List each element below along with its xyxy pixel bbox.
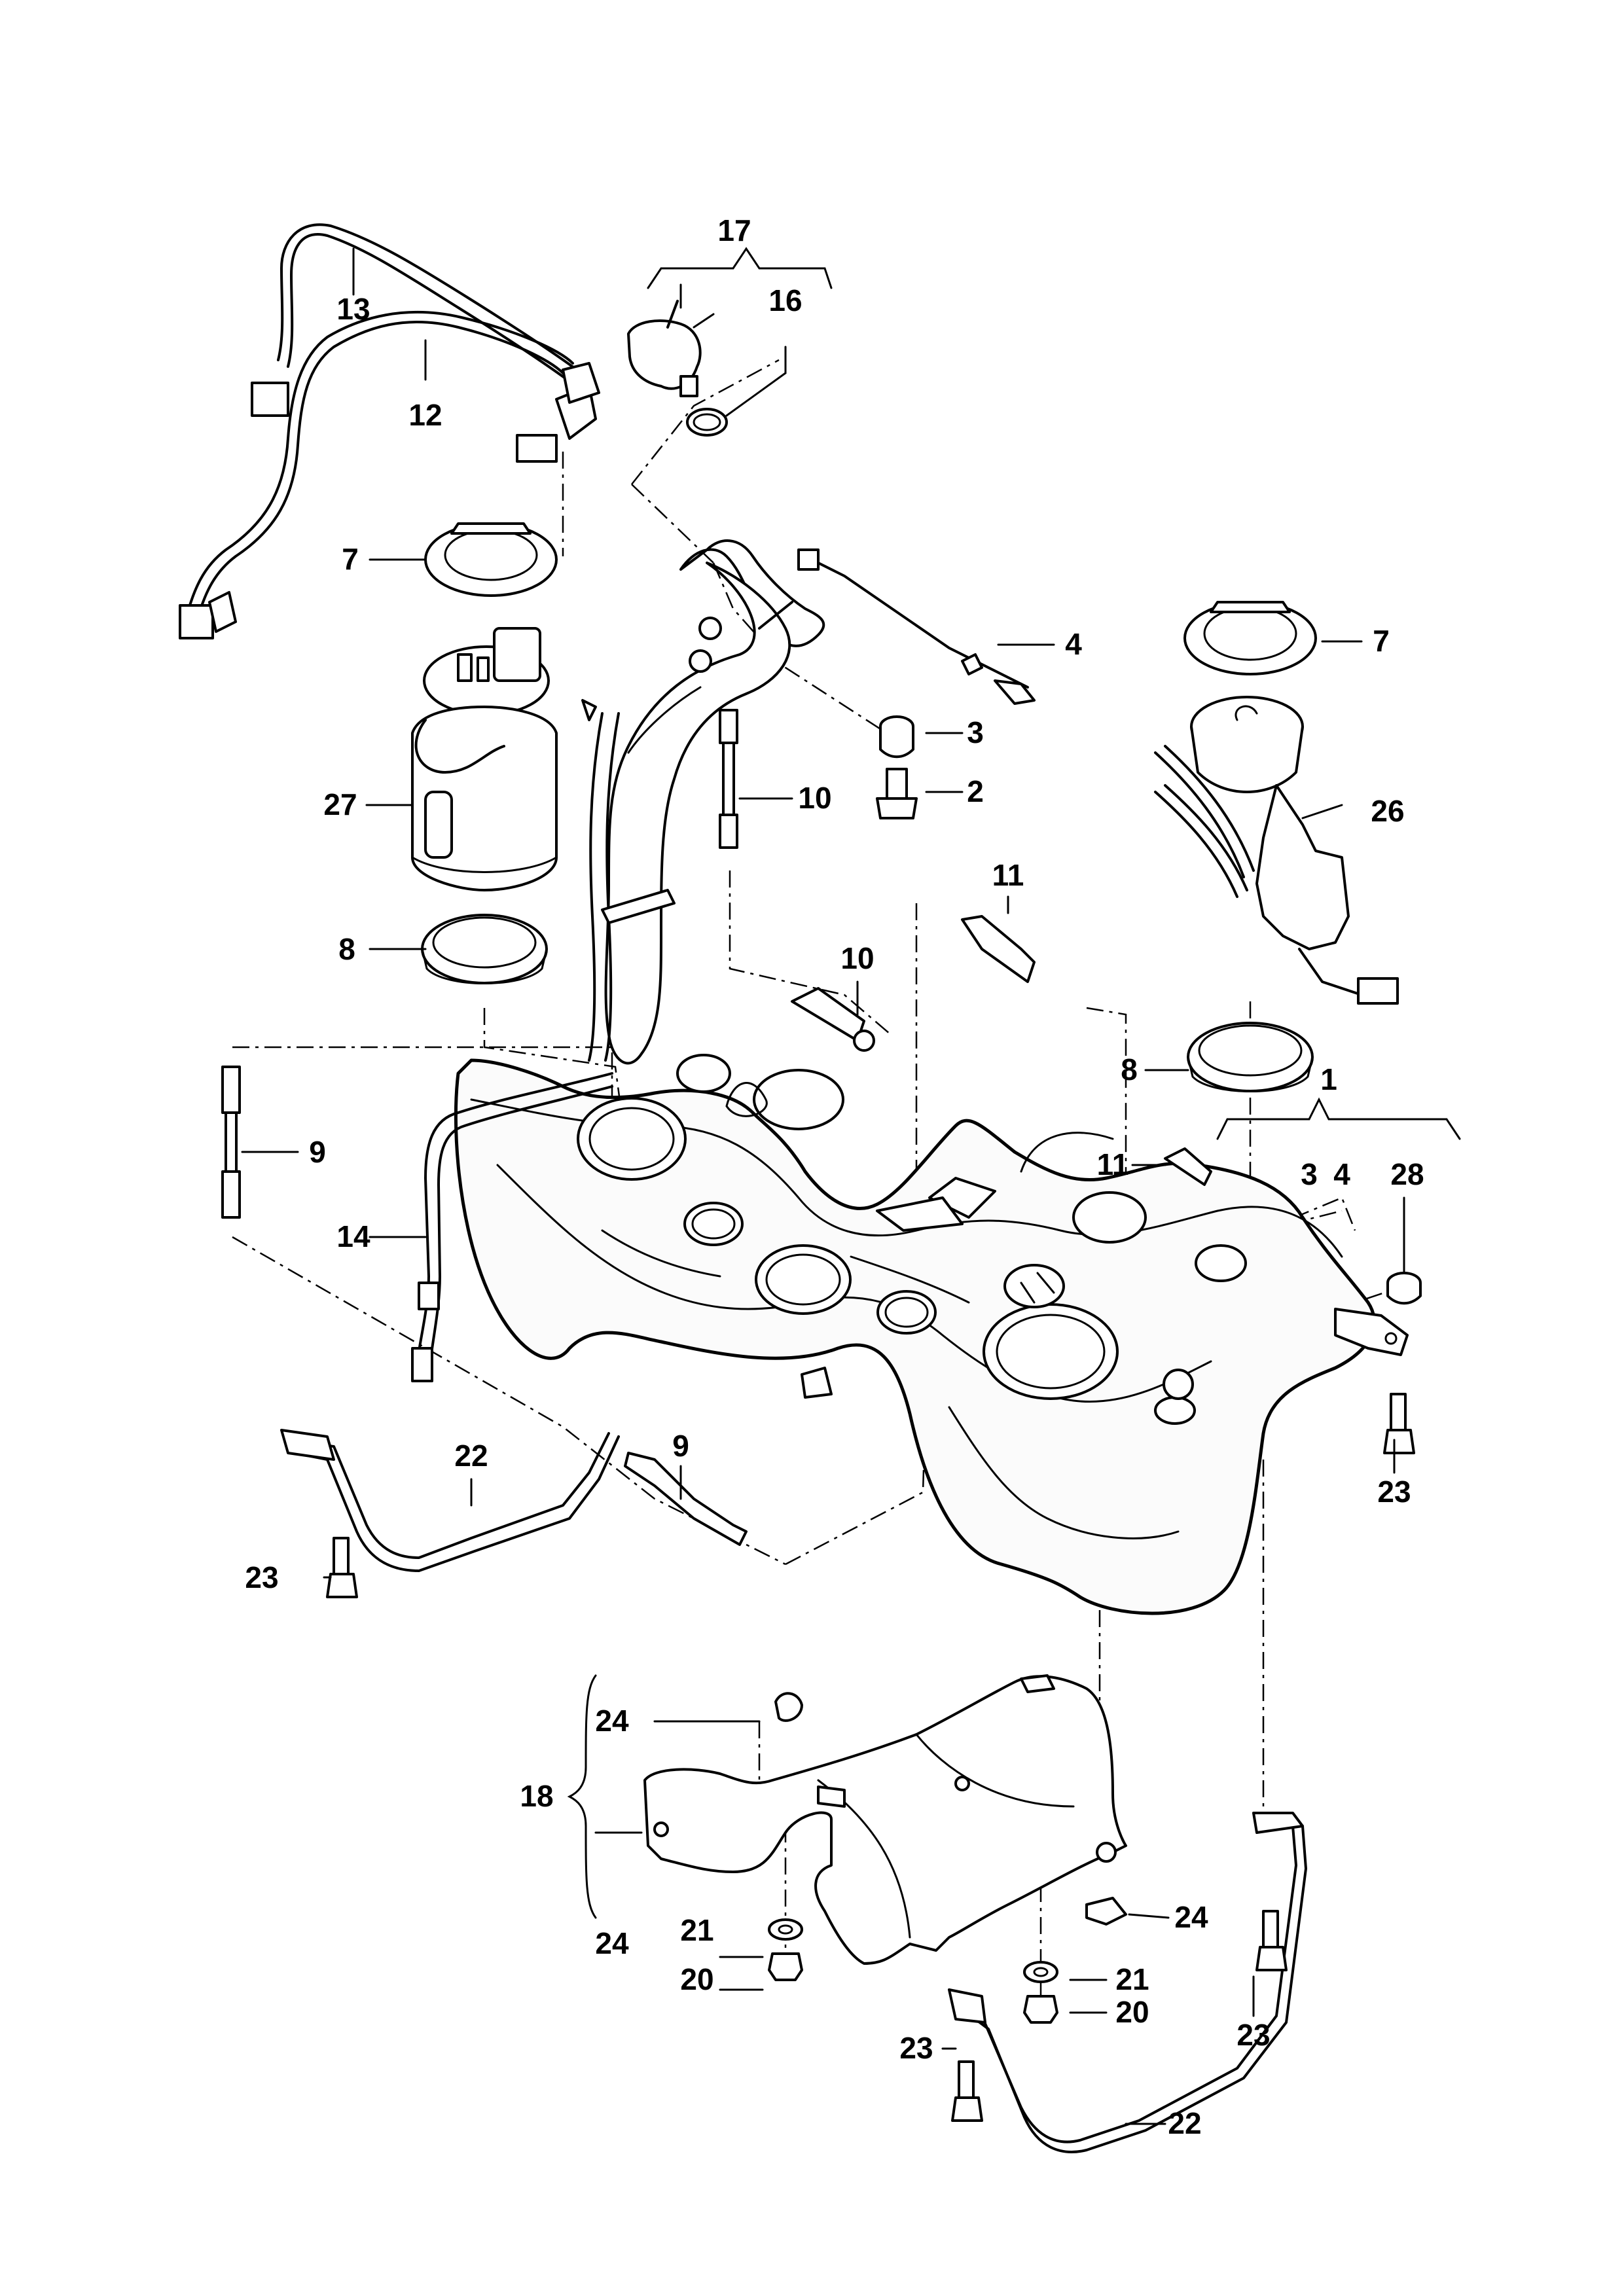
strap-22-lower — [948, 1812, 1307, 2153]
part-label-26: 26 — [1371, 794, 1404, 828]
part-label-21-left: 21 — [680, 1913, 713, 1947]
part-label-23-left: 23 — [245, 1560, 278, 1594]
bolt-23-c — [1255, 1910, 1288, 1971]
part-label-22-upper: 22 — [454, 1439, 488, 1473]
part-label-12: 12 — [408, 398, 442, 432]
part-label-20-right: 20 — [1115, 1995, 1149, 2029]
grommet-28 — [1386, 1272, 1422, 1305]
seal-ring-8-left — [421, 914, 548, 984]
bolt-2 — [876, 768, 918, 819]
level-sender-26 — [1154, 696, 1399, 1005]
part-label-23-right: 23 — [1377, 1475, 1411, 1509]
part-label-13: 13 — [336, 292, 370, 326]
part-label-18: 18 — [520, 1779, 553, 1813]
connector-11-lower — [1164, 1147, 1212, 1186]
clip-24-b — [1085, 1897, 1127, 1926]
connector-9-left — [221, 1066, 241, 1219]
part-label-28: 28 — [1390, 1157, 1424, 1191]
washer-21-a — [768, 1918, 803, 1941]
bolt-23-b — [1383, 1393, 1415, 1454]
strap-22-upper — [280, 1429, 620, 1572]
filler-neck-pipe — [581, 539, 825, 1065]
part-label-7-right: 7 — [1373, 624, 1390, 658]
part-label-24-right: 24 — [1174, 1900, 1208, 1934]
part-labels: 17 16 13 12 7 4 7 3 2 10 27 26 11 8 10 8… — [245, 213, 1424, 2140]
part-label-8-left: 8 — [338, 932, 355, 966]
seal-ring-8-right — [1187, 1022, 1314, 1092]
clip-24-a — [774, 1692, 803, 1722]
part-label-4-top: 4 — [1065, 627, 1082, 661]
connector-11-upper — [961, 915, 1036, 983]
part-label-11-upper: 11 — [992, 858, 1024, 892]
part-label-7-left: 7 — [342, 542, 359, 576]
o-ring-16 — [686, 408, 728, 437]
part-label-23-bottom-right: 23 — [1236, 2018, 1270, 2052]
part-label-3-right: 3 — [1301, 1157, 1318, 1191]
part-label-10-upper: 10 — [798, 781, 831, 815]
bolt-23-a — [326, 1537, 358, 1598]
part-label-11-lower: 11 — [1097, 1147, 1129, 1181]
part-label-9-left: 9 — [309, 1135, 326, 1169]
part-label-24-upper: 24 — [595, 1704, 629, 1738]
fuel-tank — [454, 1054, 1409, 1615]
part-label-8-right: 8 — [1121, 1052, 1138, 1086]
bolt-23-d — [951, 2060, 983, 2122]
hose-connector-10-upper — [719, 709, 738, 849]
lock-ring-7-right — [1183, 601, 1317, 675]
part-label-14: 14 — [336, 1219, 370, 1253]
part-label-1: 1 — [1320, 1062, 1337, 1096]
part-label-27: 27 — [323, 787, 357, 821]
fuel-pump-module-27 — [411, 627, 558, 891]
part-label-23-bottom-left: 23 — [899, 2031, 933, 2065]
part-label-3-top: 3 — [967, 715, 984, 749]
hose-connector-10-lower — [791, 987, 875, 1052]
part-label-2: 2 — [967, 774, 984, 808]
connector-9-lower — [624, 1452, 748, 1546]
leader-lines — [241, 247, 1461, 2125]
part-label-9-lower: 9 — [672, 1429, 689, 1463]
breather-hose-14 — [411, 1072, 613, 1382]
washer-21-b — [1023, 1961, 1058, 1983]
part-label-4-right: 4 — [1333, 1157, 1350, 1191]
heat-shield-18 — [643, 1674, 1127, 1965]
part-label-22-lower: 22 — [1168, 2106, 1201, 2140]
wire-4 — [797, 548, 1036, 705]
part-label-21-right: 21 — [1115, 1962, 1149, 1996]
part-label-24-left: 24 — [595, 1926, 629, 1960]
part-label-10-lower: 10 — [840, 941, 874, 975]
part-label-17: 17 — [717, 213, 751, 247]
fuel-lines-12-13 — [179, 223, 600, 639]
lock-ring-7-left — [424, 522, 558, 597]
part-label-20-left: 20 — [680, 1962, 713, 1996]
part-label-16: 16 — [768, 283, 802, 317]
cap-3 — [879, 715, 914, 759]
nut-20-b — [1023, 1995, 1058, 2024]
valve-17 — [627, 300, 715, 397]
nut-20-a — [768, 1952, 803, 1981]
